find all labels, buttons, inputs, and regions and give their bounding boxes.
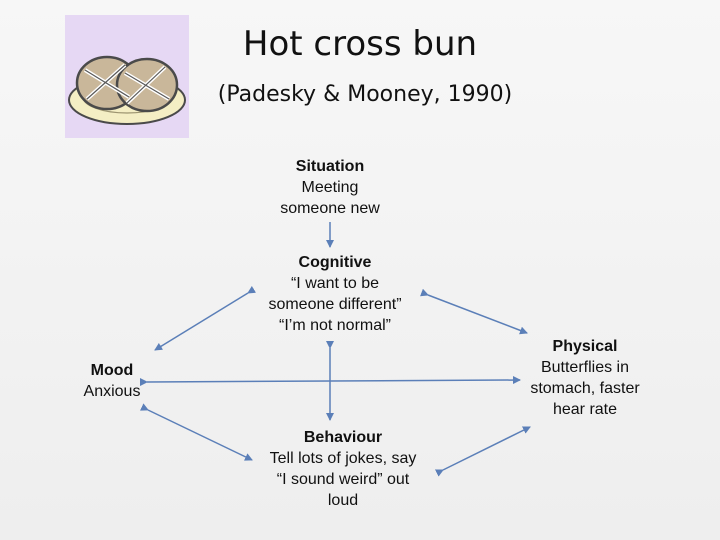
- behaviour-heading: Behaviour: [303, 429, 383, 446]
- slide-subtitle: (Padesky & Mooney, 1990): [217, 82, 513, 107]
- cognitive-heading: Cognitive: [298, 254, 372, 271]
- behaviour-line: loud: [327, 492, 359, 509]
- physical-line: hear rate: [552, 401, 618, 418]
- physical-node: Physical Butterflies in stomach, faster …: [505, 336, 665, 420]
- arrow-behaviour-physical: [434, 426, 531, 477]
- slide-title: Hot cross bun: [242, 24, 478, 64]
- cognitive-node: Cognitive “I want to be someone differen…: [245, 252, 425, 336]
- arrow-mood-behaviour: [139, 403, 253, 461]
- behaviour-line: Tell lots of jokes, say: [269, 450, 417, 467]
- behaviour-node: Behaviour Tell lots of jokes, say “I sou…: [248, 427, 438, 511]
- mood-line: Anxious: [83, 383, 141, 400]
- physical-line: Butterflies in: [540, 359, 630, 376]
- situation-heading: Situation: [295, 158, 365, 175]
- situation-node: Situation Meeting someone new: [240, 156, 420, 219]
- physical-line: stomach, faster: [530, 380, 640, 397]
- arrow-mood-physical: [139, 376, 521, 387]
- cognitive-line: someone different”: [268, 296, 402, 313]
- situation-line: Meeting: [301, 179, 359, 196]
- mood-heading: Mood: [90, 362, 134, 379]
- cognitive-line: “I’m not normal”: [278, 317, 392, 334]
- behaviour-line: “I sound weird” out: [276, 471, 410, 488]
- arrow-cognitive-physical: [420, 288, 528, 335]
- hot-cross-buns-image: [65, 15, 189, 138]
- arrow-cognitive-mood: [154, 285, 257, 351]
- situation-line: someone new: [280, 200, 380, 217]
- cognitive-line: “I want to be: [290, 275, 380, 292]
- mood-node: Mood Anxious: [62, 360, 162, 402]
- physical-heading: Physical: [552, 338, 618, 355]
